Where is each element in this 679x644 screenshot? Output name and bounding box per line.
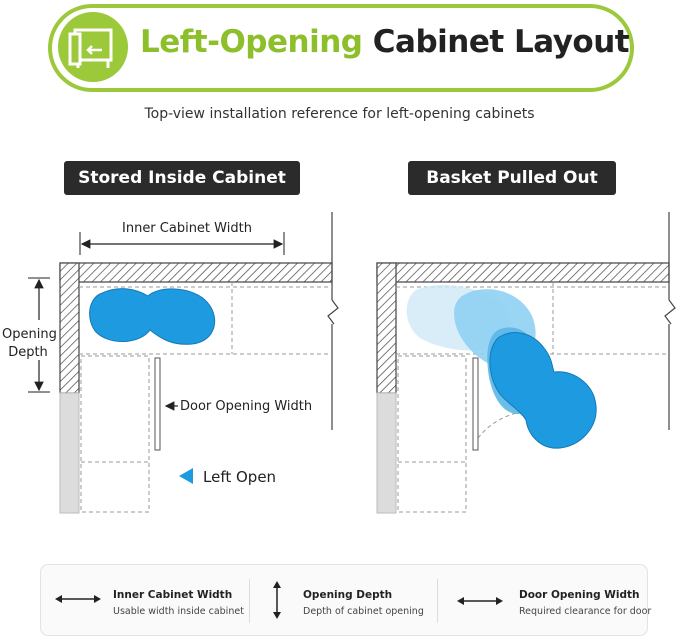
diagram-stored <box>28 212 339 514</box>
title-banner <box>48 4 634 92</box>
break-line <box>327 299 339 325</box>
legend: Inner Cabinet Width Usable width inside … <box>40 564 652 636</box>
legend-title-door: Door Opening Width <box>519 589 640 601</box>
legend-desc-depth: Depth of cabinet opening <box>303 606 424 617</box>
legend-divider-1 <box>249 579 250 623</box>
panel-label-stored: Stored Inside Cabinet <box>64 161 300 195</box>
door-opening-width-label: Door Opening Width <box>180 399 313 414</box>
cabinet-side-panel-right <box>376 392 397 514</box>
door-panel-right <box>472 357 479 451</box>
layout-diagrams <box>28 212 676 514</box>
title-highlight: Left-Opening <box>140 24 363 60</box>
panel-label-pulled-out: Basket Pulled Out <box>408 161 616 195</box>
subtitle: Top-view installation reference for left… <box>144 106 535 122</box>
legend-title-width: Inner Cabinet Width <box>113 589 233 601</box>
page-title: Left-Opening Cabinet Layout <box>140 24 630 60</box>
back-wall-right <box>376 262 670 283</box>
opening-depth-label-line2: Depth <box>8 345 48 360</box>
left-open-label: Left Open <box>203 468 277 486</box>
legend-divider-2 <box>437 579 438 623</box>
break-line-right <box>664 299 676 325</box>
title-rest: Cabinet Layout <box>372 24 630 60</box>
opening-depth-label-line1: Opening <box>2 327 57 342</box>
side-wall <box>59 262 80 394</box>
side-wall-right <box>376 262 397 394</box>
basket-stored <box>89 288 216 345</box>
door-panel <box>154 357 161 451</box>
legend-desc-door: Required clearance for door <box>519 606 652 617</box>
left-open-icon <box>179 468 193 484</box>
legend-desc-width: Usable width inside cabinet <box>113 606 244 617</box>
inner-width-label: Inner Cabinet Width <box>122 221 252 236</box>
vertical-double-arrow-icon <box>273 581 281 619</box>
legend-title-depth: Opening Depth <box>303 589 393 601</box>
horizontal-double-arrow-icon <box>457 597 503 605</box>
cabinet-door-icon <box>58 12 128 82</box>
back-wall <box>59 262 333 283</box>
diagram-pulled-out <box>376 212 676 514</box>
cabinet-side-panel <box>59 392 80 514</box>
basket-pulled-out <box>489 332 597 449</box>
horizontal-double-arrow-icon <box>55 595 101 603</box>
